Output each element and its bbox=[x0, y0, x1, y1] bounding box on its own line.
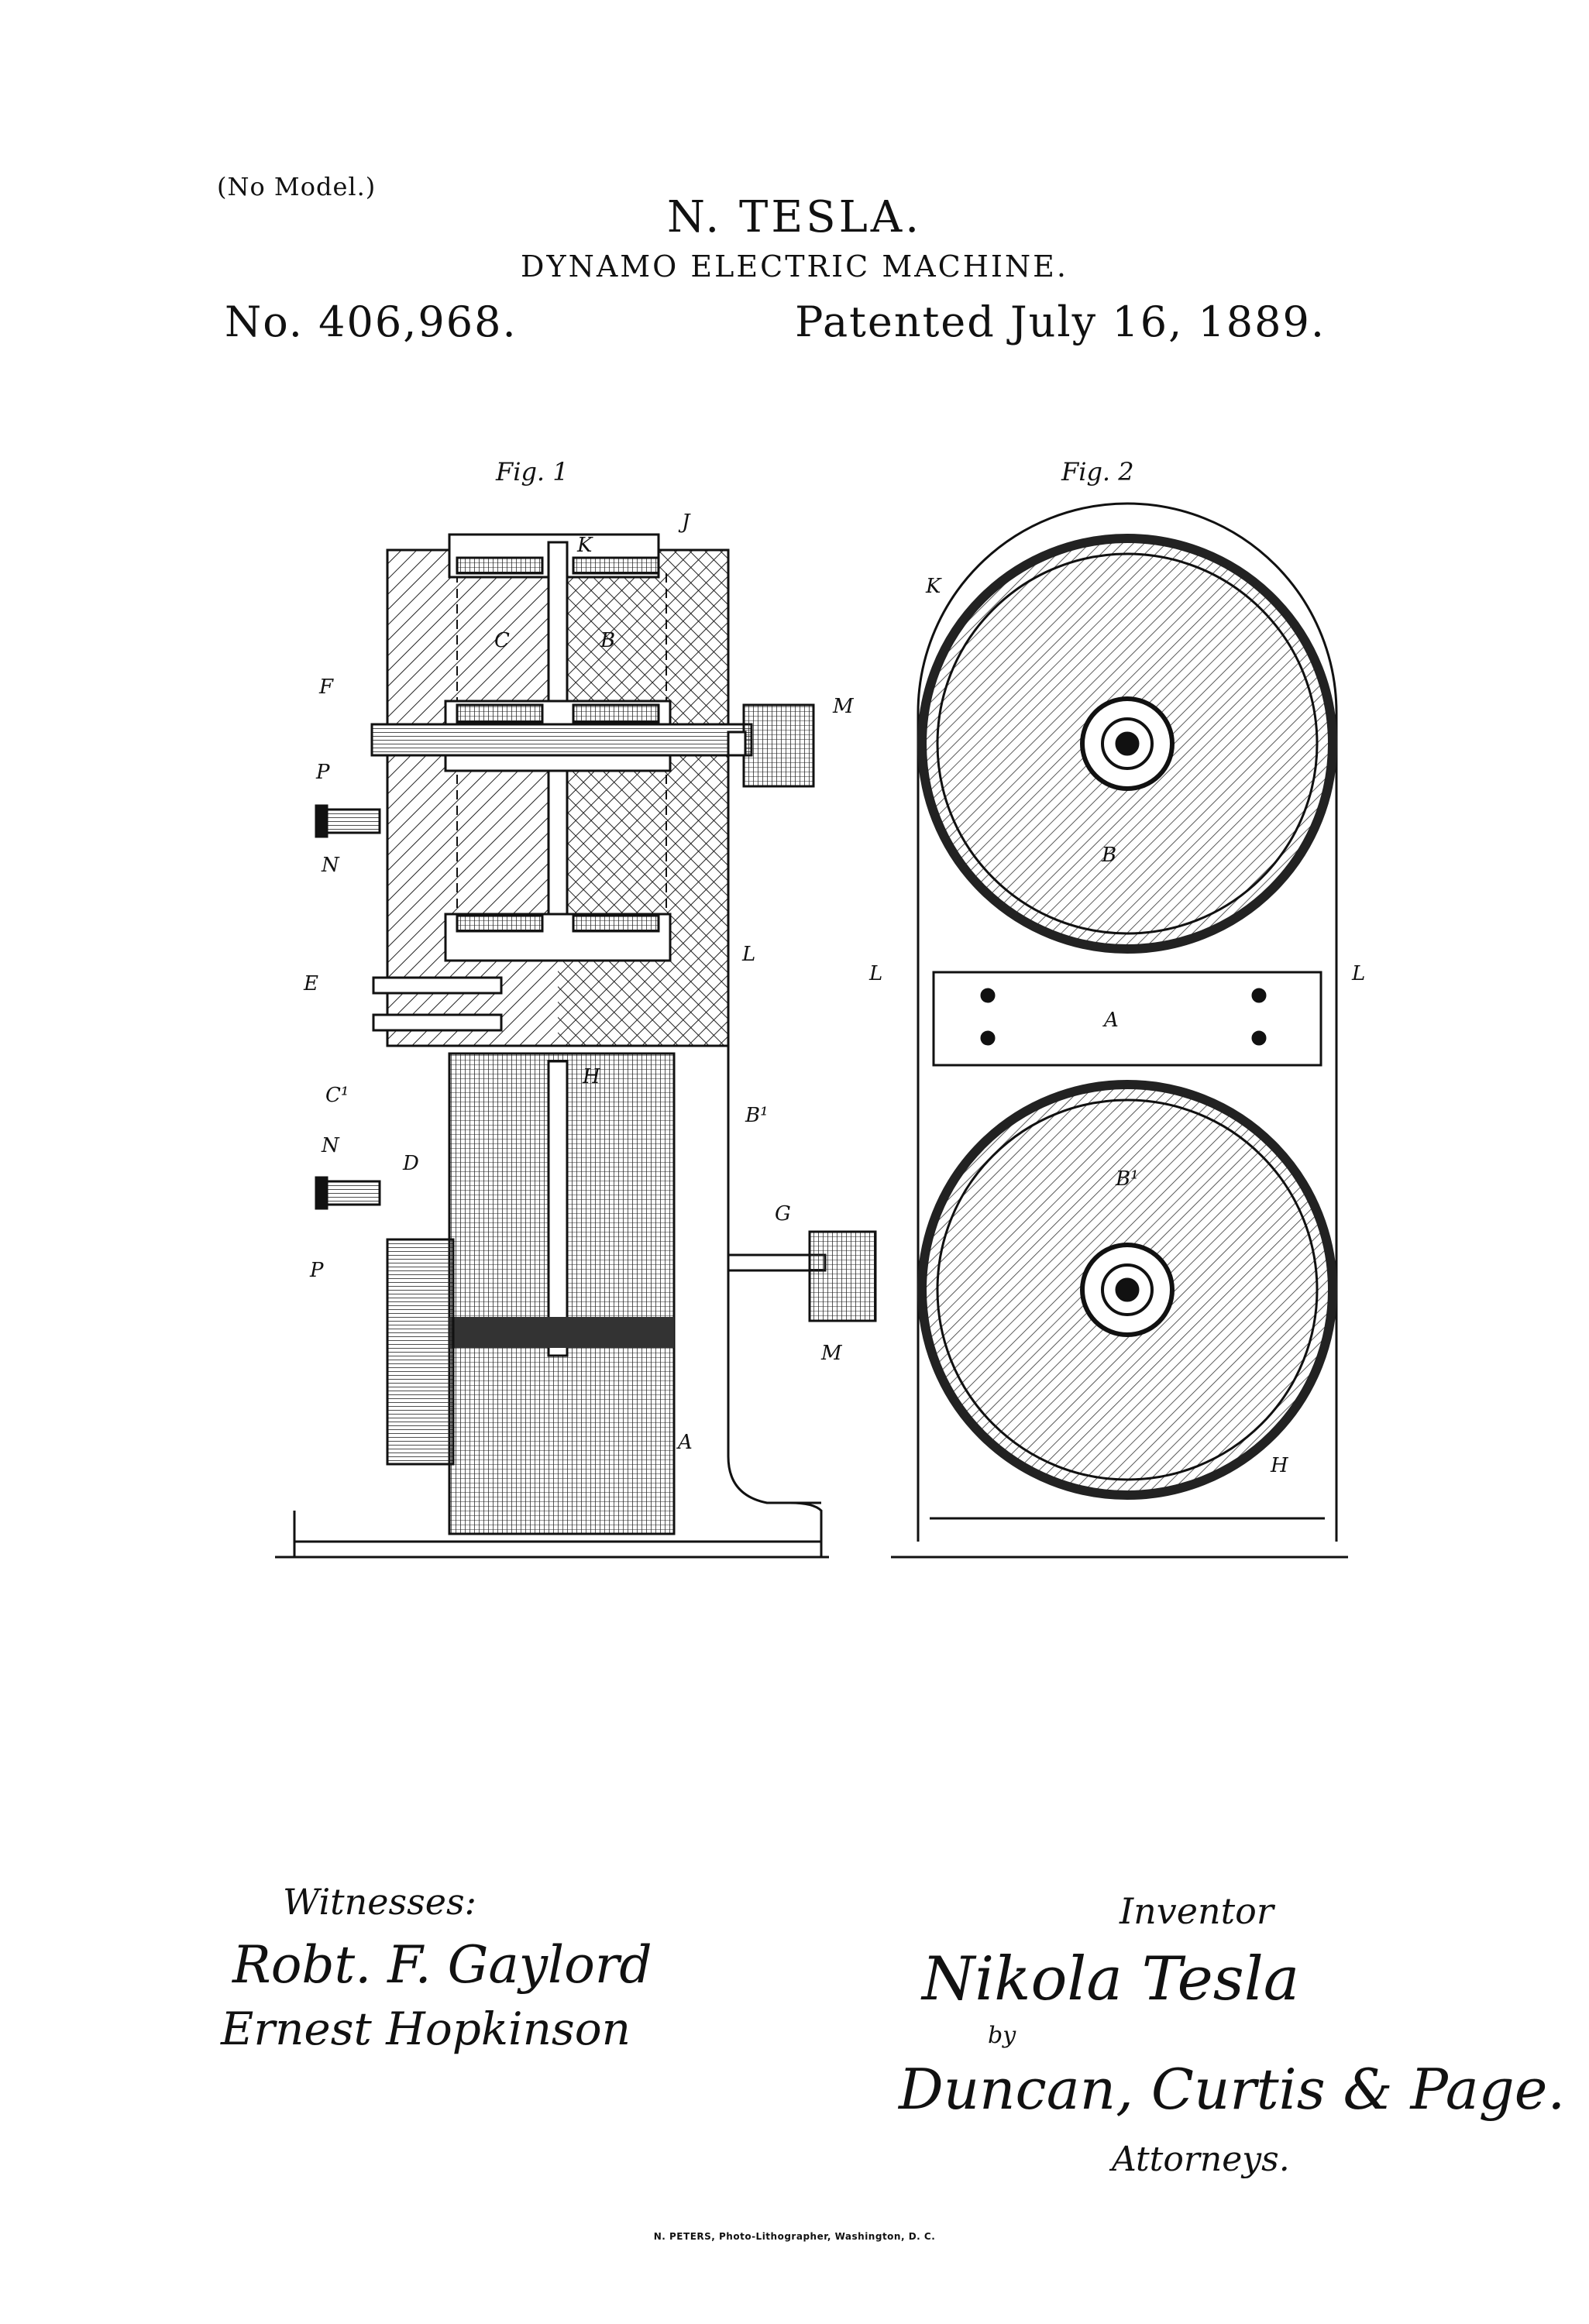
figure-2-label: Fig. 2 bbox=[1061, 457, 1134, 486]
figure-1-label: Fig. 1 bbox=[496, 457, 569, 486]
witness-2-signature: Ernest Hopkinson bbox=[221, 2003, 631, 2055]
figure-1-letters: J K C B F M P N L E C¹ H B¹ N D G P M A bbox=[303, 511, 855, 1454]
label-fig1-N-bottom: N bbox=[321, 1134, 340, 1157]
label-fig2-B: B bbox=[1101, 844, 1116, 867]
inventor-label: Inventor bbox=[1120, 1890, 1274, 1932]
label-fig1-A: A bbox=[676, 1431, 693, 1454]
by-label: by bbox=[988, 2022, 1016, 2049]
label-fig2-L-right: L bbox=[1351, 962, 1365, 985]
patent-title: DYNAMO ELECTRIC MACHINE. bbox=[521, 249, 1068, 284]
label-fig2-H: H bbox=[1270, 1454, 1289, 1477]
label-fig1-J: J bbox=[678, 511, 691, 534]
figure-2-drawing bbox=[891, 502, 1348, 1559]
label-fig2-B1: B¹ bbox=[1115, 1167, 1139, 1191]
label-fig1-B1: B¹ bbox=[745, 1104, 769, 1127]
patent-inventor-heading: N. TESLA. bbox=[666, 192, 923, 242]
label-fig1-P-bottom: P bbox=[309, 1259, 324, 1282]
label-fig2-L-left: L bbox=[868, 962, 882, 985]
label-fig1-M-bottom: M bbox=[820, 1342, 843, 1365]
patent-date: Patented July 16, 1889. bbox=[795, 297, 1326, 346]
figure-1-drawing bbox=[275, 533, 877, 1559]
label-fig1-H: H bbox=[582, 1065, 601, 1088]
no-model-note: (No Model.) bbox=[217, 172, 377, 201]
label-fig1-K: K bbox=[576, 534, 593, 557]
figure-2-letters: K B L L A B¹ H bbox=[868, 575, 1365, 1477]
attorneys-signature: Duncan, Curtis & Page. bbox=[899, 2057, 1566, 2122]
label-fig1-P-top: P bbox=[315, 761, 330, 784]
label-fig1-G: G bbox=[775, 1202, 791, 1226]
label-fig1-E: E bbox=[303, 972, 318, 995]
witnesses-label: Witnesses: bbox=[283, 1881, 477, 1923]
lithographer-credit: N. PETERS, Photo-Lithographer, Washingto… bbox=[653, 2231, 936, 2242]
label-fig1-C1: C¹ bbox=[325, 1084, 349, 1107]
label-fig1-N-top: N bbox=[321, 854, 340, 877]
label-fig1-C: C bbox=[494, 629, 510, 652]
patent-number: No. 406,968. bbox=[225, 297, 518, 346]
label-fig1-F: F bbox=[318, 676, 334, 699]
inventor-signature: Nikola Tesla bbox=[922, 1944, 1300, 2014]
attorneys-label: Attorneys. bbox=[1112, 2140, 1290, 2179]
label-fig2-A: A bbox=[1102, 1009, 1119, 1032]
label-fig1-M-top: M bbox=[832, 695, 855, 718]
label-fig1-D: D bbox=[402, 1152, 419, 1175]
label-fig1-B: B bbox=[600, 629, 615, 652]
witness-1-signature: Robt. F. Gaylord bbox=[232, 1935, 652, 1995]
label-fig1-L: L bbox=[741, 943, 755, 966]
label-fig2-K: K bbox=[925, 575, 942, 598]
